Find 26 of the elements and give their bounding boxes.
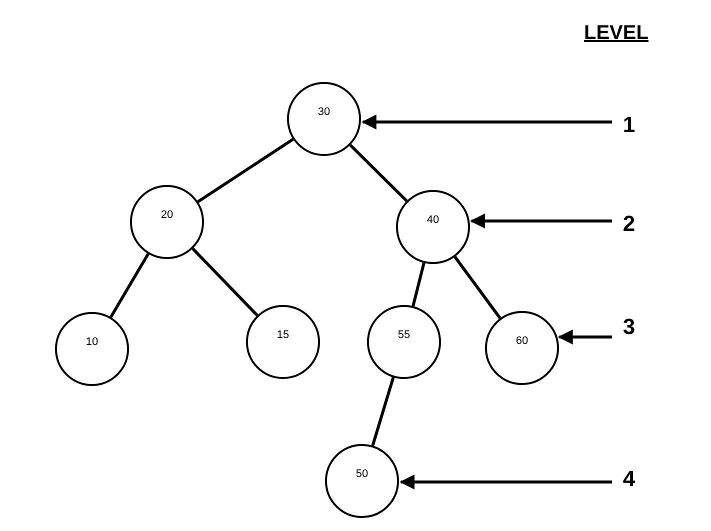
tree-edge (454, 256, 502, 320)
node-value: 30 (318, 106, 330, 118)
node-value: 10 (86, 336, 98, 348)
level-number: 4 (622, 466, 636, 492)
tree-edge (110, 253, 150, 318)
node-value: 55 (398, 329, 410, 341)
tree-edge (197, 138, 294, 203)
tree-edge (349, 144, 408, 202)
tree-edge (412, 262, 426, 306)
level-number: 1 (622, 112, 636, 138)
arrow (361, 114, 612, 130)
tree-node-circle (396, 190, 470, 264)
node-value: 50 (356, 468, 368, 480)
arrow (399, 474, 612, 490)
node-value: 40 (426, 214, 440, 226)
tree-node-circle (287, 82, 361, 156)
node-value: 60 (516, 335, 528, 347)
level-number: 3 (622, 314, 636, 340)
node-value: 20 (160, 209, 174, 221)
heading: LEVEL (584, 22, 648, 45)
tree-edge (371, 376, 395, 446)
arrow (558, 330, 612, 344)
tree-edge (192, 248, 258, 316)
level-number: 2 (622, 211, 636, 237)
arrow (470, 214, 612, 228)
node-value: 15 (276, 329, 290, 341)
